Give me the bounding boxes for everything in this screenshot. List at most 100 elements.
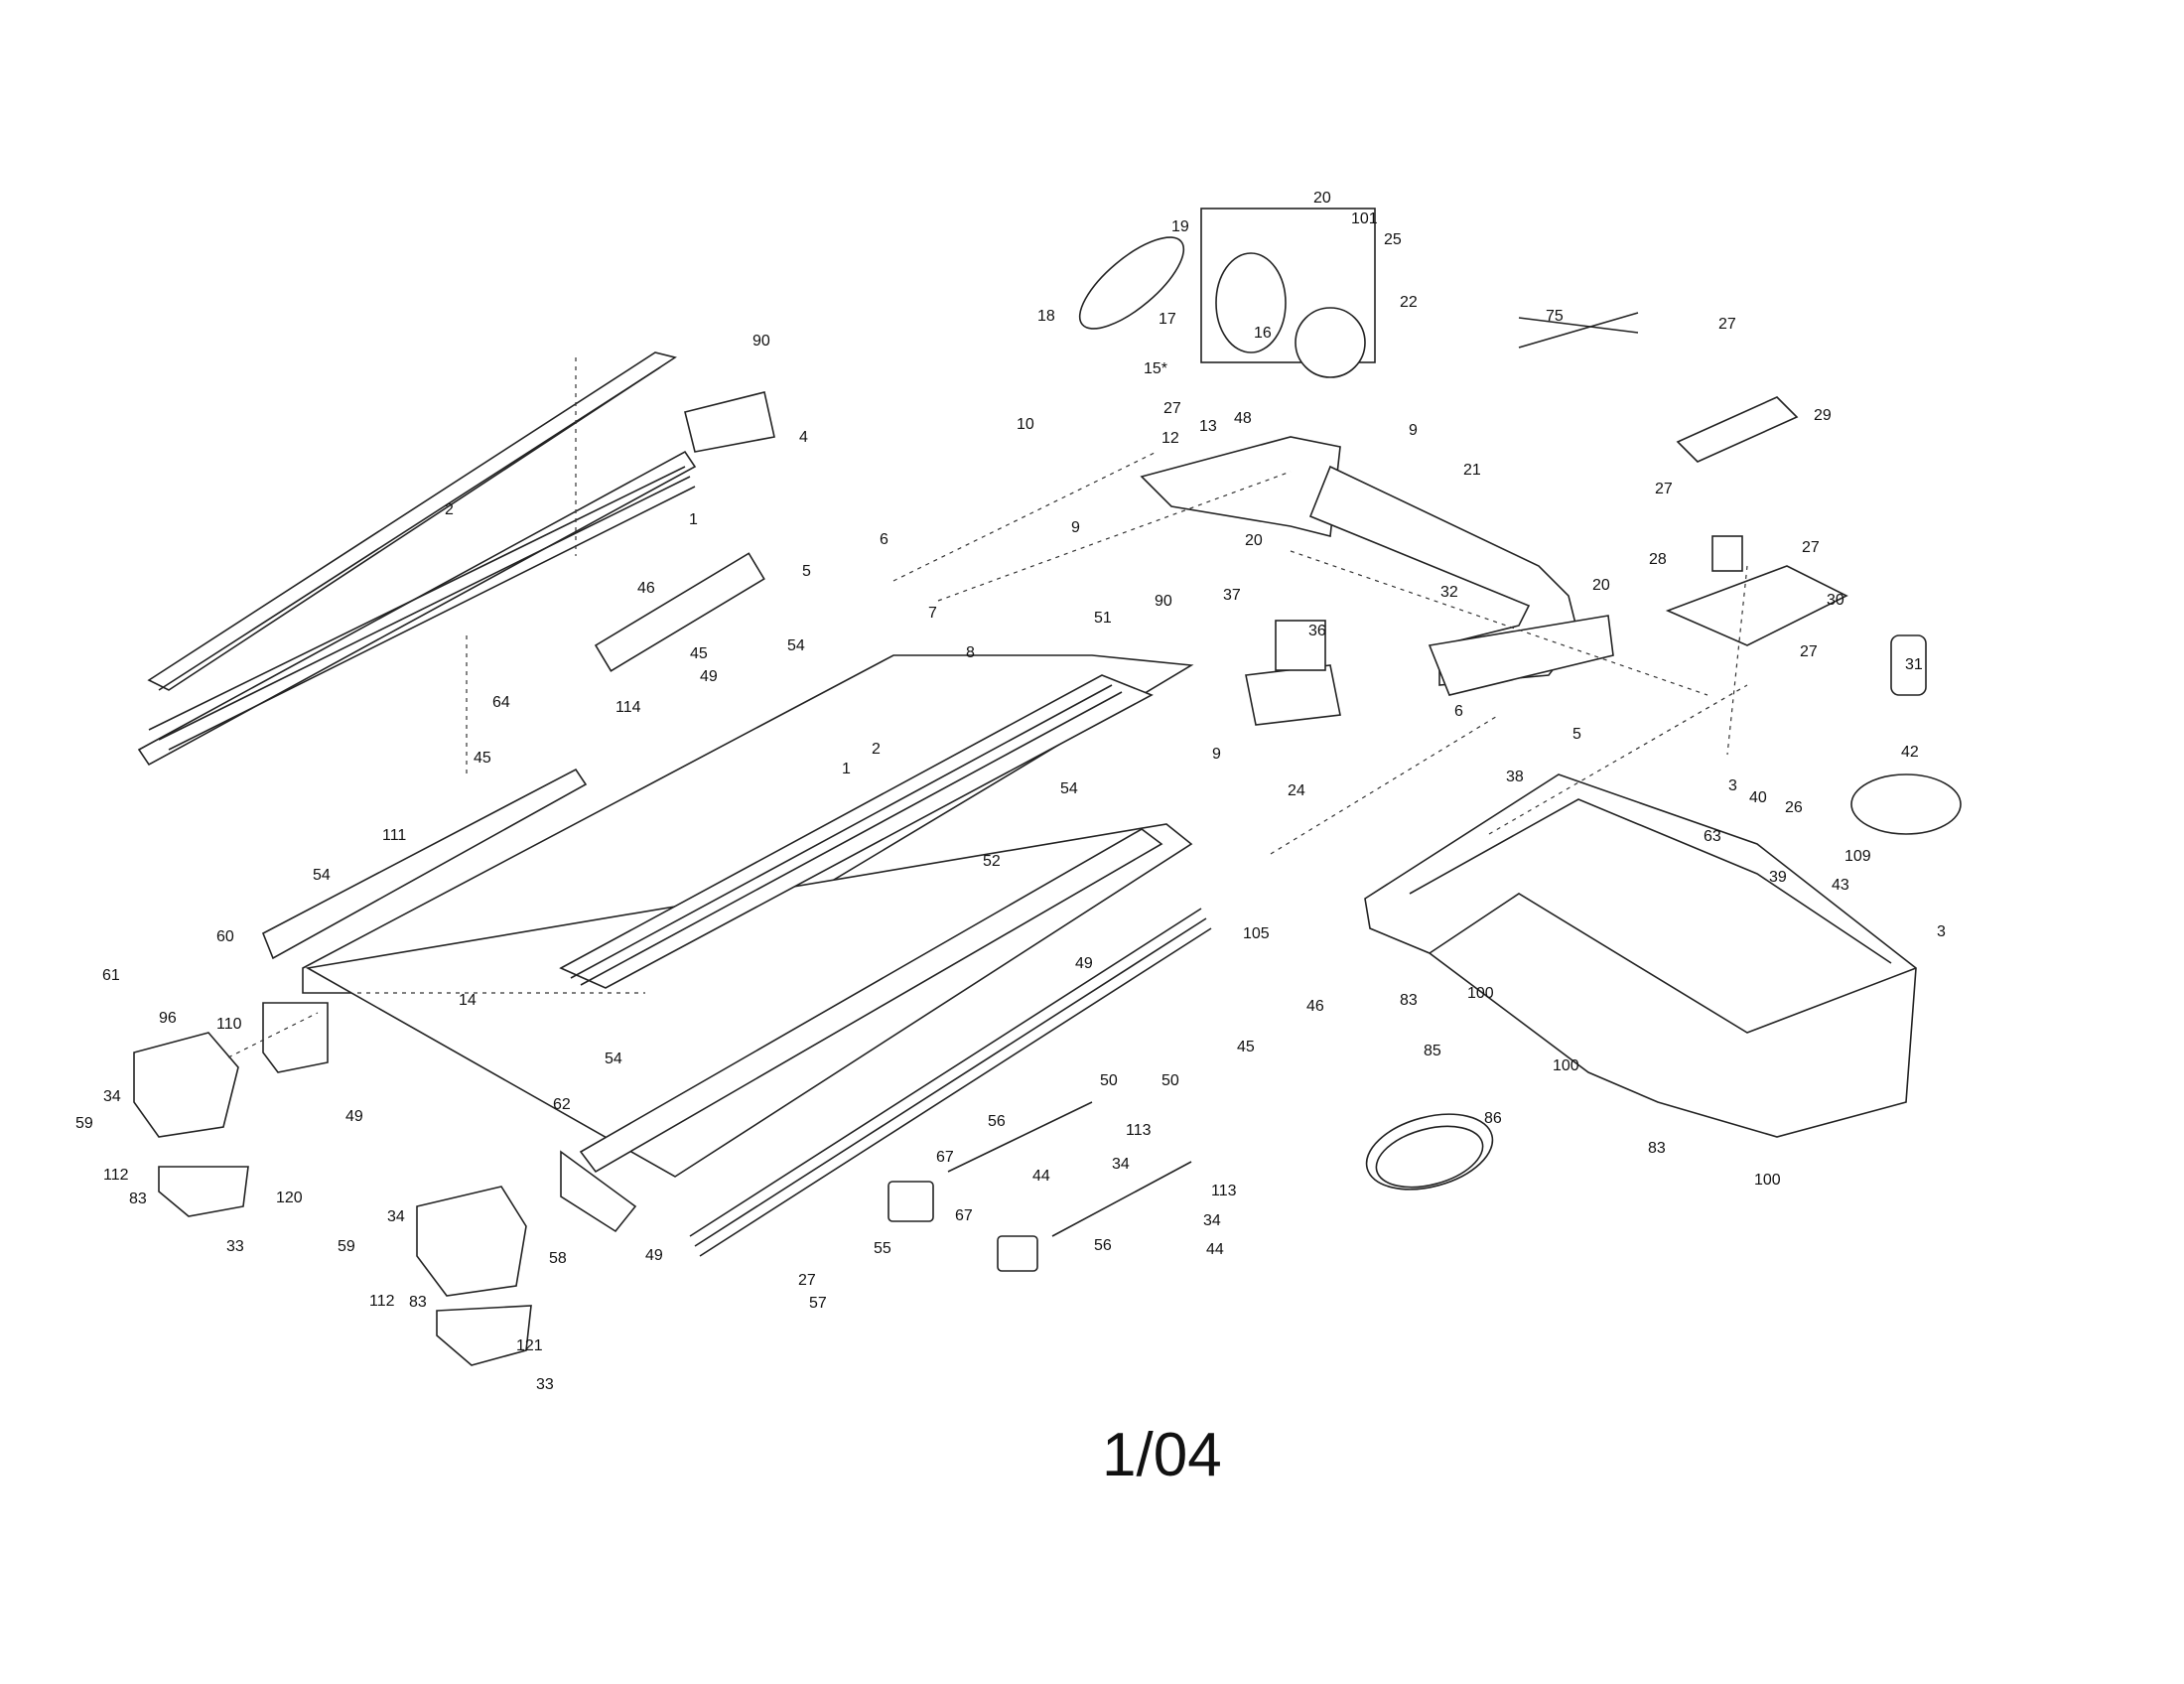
callout-label: 105 (1243, 925, 1270, 942)
callout-label: 36 (1308, 623, 1326, 639)
callout-label: 18 (1037, 308, 1055, 325)
callout-label: 111 (382, 827, 406, 844)
callout-label: 57 (809, 1295, 827, 1312)
callout-label: 27 (798, 1272, 816, 1289)
callout-label: 86 (1484, 1110, 1502, 1127)
callout-label: 56 (1094, 1237, 1112, 1254)
callout-label: 33 (536, 1376, 554, 1393)
callout-label: 100 (1754, 1172, 1781, 1189)
callout-label: 54 (313, 867, 331, 884)
callout-label: 33 (226, 1238, 244, 1255)
callout-label: 27 (1655, 481, 1673, 497)
callout-label: 83 (409, 1294, 427, 1311)
callout-label: 112 (103, 1167, 129, 1184)
drive-belt (1078, 236, 1185, 330)
callout-label: 54 (1060, 780, 1078, 797)
callout-label: 49 (700, 668, 718, 685)
callout-label: 15* (1144, 360, 1167, 377)
callout-label: 13 (1199, 418, 1217, 435)
callout-label: 27 (1800, 643, 1818, 660)
callout-label: 25 (1384, 231, 1402, 248)
callout-label: 9 (1212, 746, 1221, 763)
callout-label: 31 (1905, 656, 1923, 673)
callout-label: 121 (516, 1337, 543, 1354)
callout-label: 45 (1237, 1039, 1255, 1055)
callout-label: 21 (1463, 462, 1481, 479)
callout-label: 2 (872, 741, 881, 758)
callout-label: 19 (1171, 218, 1189, 235)
callout-label: 28 (1649, 551, 1667, 568)
callout-label: 61 (102, 967, 120, 984)
callout-label: 20 (1592, 577, 1610, 594)
callout-label: 40 (1749, 789, 1767, 806)
callout-label: 110 (216, 1016, 242, 1033)
callout-label: 60 (216, 928, 234, 945)
callout-label: 43 (1832, 877, 1849, 894)
callout-label: 42 (1901, 744, 1919, 761)
callout-label: 83 (1400, 992, 1418, 1009)
callout-label: 114 (615, 699, 641, 716)
callout-label: 54 (787, 637, 805, 654)
callout-label: 67 (936, 1149, 954, 1166)
callout-label: 2 (445, 501, 454, 518)
callout-label: 59 (338, 1238, 355, 1255)
callout-label: 75 (1546, 308, 1564, 325)
deck-assembly (261, 552, 1212, 1257)
callout-label: 8 (966, 644, 975, 661)
callout-label: 7 (928, 605, 937, 622)
callout-label: 46 (637, 580, 655, 597)
end-caps (133, 1032, 1192, 1366)
motor-frame (1140, 208, 1614, 696)
callout-label: 38 (1506, 769, 1524, 785)
callouts: 90 4 2 1 6 5 46 45 49 54 7 8 64 114 45 1… (75, 190, 1946, 1393)
callout-label: 51 (1094, 610, 1112, 627)
callout-label: 44 (1206, 1241, 1224, 1258)
callout-label: 83 (1648, 1140, 1666, 1157)
motor-controller (1245, 620, 1341, 726)
callout-label: 10 (1017, 416, 1034, 433)
page-number: 1/04 (1102, 1421, 1222, 1489)
callout-label: 50 (1100, 1072, 1118, 1089)
callout-label: 29 (1814, 407, 1832, 424)
base-tray (1364, 773, 1917, 1138)
callout-label: 52 (983, 853, 1001, 870)
callout-label: 20 (1313, 190, 1331, 207)
callout-label: 37 (1223, 587, 1241, 604)
callout-label: 96 (159, 1010, 177, 1027)
callout-label: 58 (549, 1250, 567, 1267)
left-rail (137, 351, 775, 767)
callout-label: 1 (842, 761, 851, 777)
callout-label: 101 (1351, 210, 1378, 227)
power-board (1665, 396, 1848, 646)
callout-label: 26 (1785, 799, 1803, 816)
callout-label: 34 (1112, 1156, 1130, 1173)
callout-label: 113 (1126, 1122, 1152, 1139)
callout-label: 27 (1802, 539, 1820, 556)
callout-label: 5 (802, 563, 811, 580)
callout-label: 14 (459, 992, 477, 1009)
callout-label: 62 (553, 1096, 571, 1113)
callout-label: 32 (1440, 584, 1458, 601)
callout-label: 120 (276, 1190, 303, 1206)
callout-label: 3 (1728, 777, 1737, 794)
callout-label: 45 (690, 645, 708, 662)
callout-label: 22 (1400, 294, 1418, 311)
callout-label: 85 (1424, 1043, 1441, 1059)
callout-label: 34 (1203, 1212, 1221, 1229)
callout-label: 27 (1163, 400, 1181, 417)
callout-label: 90 (752, 333, 770, 350)
callout-label: 6 (1454, 703, 1463, 720)
callout-label: 49 (345, 1108, 363, 1125)
callout-label: 113 (1211, 1183, 1237, 1199)
callout-label: 46 (1306, 998, 1324, 1015)
callout-label: 12 (1161, 430, 1179, 447)
callout-label: 44 (1032, 1168, 1050, 1185)
callout-label: 9 (1071, 519, 1080, 536)
callout-label: 20 (1245, 532, 1263, 549)
callout-label: 5 (1572, 726, 1581, 743)
callout-label: 109 (1844, 848, 1871, 865)
callout-label: 6 (880, 531, 888, 548)
callout-label: 16 (1254, 325, 1272, 342)
callout-label: 64 (492, 694, 510, 711)
